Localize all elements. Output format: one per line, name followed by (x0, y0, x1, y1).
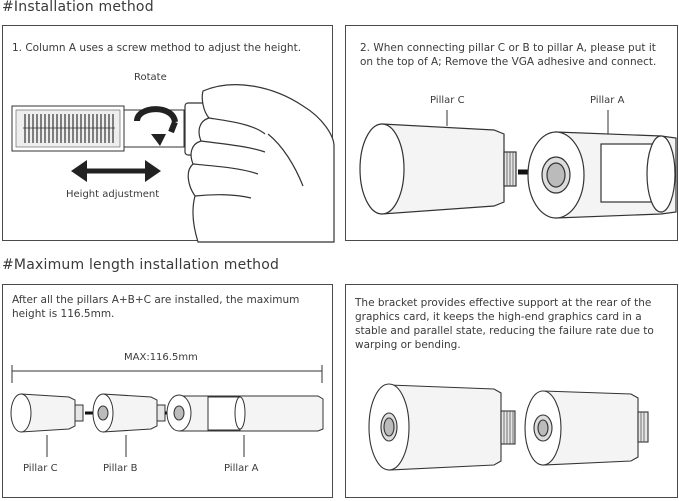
screw-thread (24, 114, 114, 143)
panel-max-length: After all the pillars A+B+C are installe… (2, 284, 333, 498)
rotate-arrow-icon (134, 106, 178, 146)
height-adjustment-label: Height adjustment (66, 189, 160, 200)
panel-1-instruction: 1. Column A uses a screw method to adjus… (12, 42, 302, 54)
panel-connect-pillars: 2. When connecting pillar C or B to pill… (345, 25, 678, 241)
dimension-line (11, 365, 323, 383)
max-length-heading: #Maximum length installation method (2, 257, 280, 273)
max-length-illustration (10, 365, 324, 457)
hand-illustration (187, 84, 335, 243)
pillar-a-label: Pillar A (590, 95, 625, 106)
pillar-b-label: Pillar B (103, 463, 138, 474)
pillars-pair-illustration (368, 383, 649, 471)
max-length-label: MAX:116.5mm (124, 352, 198, 363)
pillar-b (92, 393, 166, 433)
panel-screw-adjustment: 1. Column A uses a screw method to adjus… (2, 25, 335, 243)
connect-pillars-illustration (359, 110, 677, 219)
pillar-a-label: Pillar A (224, 463, 259, 474)
pillar-c (368, 383, 516, 471)
screw-adjustment-illustration (11, 84, 335, 243)
panel-3-instruction: After all the pillars A+B+C are installe… (12, 294, 300, 320)
pillar-a (527, 131, 677, 219)
panel-2-instruction: 2. When connecting pillar C or B to pill… (360, 42, 657, 68)
panel-4-description: The bracket provides effective support a… (355, 297, 654, 351)
pillar-c (359, 123, 517, 215)
pillar-c (10, 393, 84, 433)
height-adjustment-arrow-icon (71, 160, 161, 182)
panel-support-benefit: The bracket provides effective support a… (345, 284, 678, 498)
rotate-label: Rotate (134, 72, 167, 83)
installation-method-heading: #Installation method (2, 0, 154, 15)
pillar-a (166, 394, 324, 432)
pillar-b (524, 390, 649, 466)
pillar-c-label: Pillar C (430, 95, 465, 106)
pillar-c-label: Pillar C (23, 463, 58, 474)
